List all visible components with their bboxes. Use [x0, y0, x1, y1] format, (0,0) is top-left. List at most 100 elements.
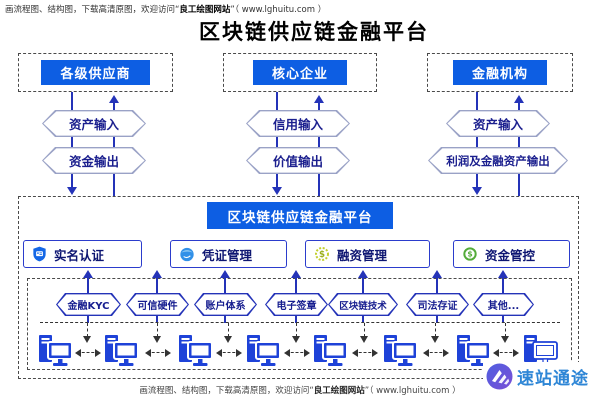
tech5-stub-line — [362, 316, 364, 323]
node-link-arrow-icon — [145, 348, 171, 357]
tech4-up-arrow-icon — [291, 270, 301, 278]
flow3-output-hexagon: 利润及金融资产输出 — [428, 147, 568, 174]
bottom-caption: 画流程图、结构图，下载高清原图，欢迎访问“良工绘图网站”（ www.lghuit… — [0, 384, 600, 396]
flow1-down-arrow-icon — [67, 187, 77, 195]
flow3-output-label: 利润及金融资产输出 — [446, 153, 550, 168]
bus-down-line-6 — [435, 323, 436, 337]
module-financing-mgmt-label: 融资管理 — [337, 247, 388, 263]
tech-hardware-label: 可信硬件 — [137, 301, 178, 312]
node-computer-icon — [382, 335, 418, 371]
flow1-output-label: 资金输出 — [68, 154, 119, 169]
tech-esign-label: 电子签章 — [276, 301, 317, 312]
entity-suppliers-frame: 各级供应商 — [18, 53, 173, 92]
node-link-arrow-icon — [284, 348, 310, 357]
bottom-caption-suffix: ”（ www.lghuitu.com ） — [364, 386, 461, 396]
node-link-arrow-icon — [216, 348, 242, 357]
flow2-output-hexagon: 价值输出 — [246, 147, 350, 174]
watermark-logo-text: 速站通途 — [517, 369, 589, 389]
technology-container — [27, 278, 572, 370]
module-real-name-auth: 实名认证 — [23, 240, 142, 268]
tech1-up-arrow-icon — [83, 270, 93, 278]
flow2-down-arrow-icon — [272, 187, 282, 195]
tech-blockchain-label: 区块链技术 — [339, 300, 387, 312]
module-fund-control-label: 资金管控 — [485, 247, 536, 263]
bus-down-line-5 — [364, 323, 365, 337]
page-title: 区块链供应链金融平台 — [199, 20, 429, 44]
voucher-sphere-icon — [180, 247, 194, 261]
bottom-caption-prefix: 画流程图、结构图，下载高清原图，欢迎访问“ — [139, 386, 314, 396]
tech6-up-line — [436, 278, 438, 293]
svg-text:$: $ — [467, 250, 472, 259]
tech4-up-line — [295, 278, 297, 293]
node-computer-icon — [312, 335, 348, 371]
tech6-stub-line — [436, 316, 438, 323]
bus-line — [40, 322, 560, 323]
flow2-down-line — [276, 92, 278, 187]
flow1-output-hexagon: 资金输出 — [42, 147, 146, 174]
bus-down-arrow-icon-5 — [360, 336, 368, 343]
bus-down-arrow-icon-3 — [224, 336, 232, 343]
bus-down-line-7 — [505, 323, 506, 337]
coin-dashed-icon: $ — [315, 247, 329, 261]
entity-financial-institution: 金融机构 — [452, 60, 547, 85]
flow1-input-hexagon: 资产输入 — [42, 110, 146, 137]
flow3-input-label: 资产输入 — [472, 117, 523, 132]
tech7-up-line — [502, 278, 504, 293]
tech-hexagon-other: 其他... — [473, 293, 534, 316]
module-voucher-mgmt-label: 凭证管理 — [202, 247, 253, 263]
flow3-down-arrow-icon — [472, 187, 482, 195]
node-link-arrow-icon — [423, 348, 449, 357]
flow3-down-line — [476, 92, 478, 187]
flow2-up-arrow-icon — [314, 95, 324, 103]
tech-hexagon-judicial: 司法存证 — [406, 293, 469, 316]
coin-solid-icon: $ — [463, 247, 477, 261]
tech7-up-arrow-icon — [498, 270, 508, 278]
tech5-up-line — [362, 278, 364, 293]
flow2-input-label: 信用输入 — [272, 117, 323, 132]
entity-core-enterprise: 核心企业 — [252, 60, 347, 85]
bus-down-arrow-icon-4 — [292, 336, 300, 343]
bus-down-line-4 — [296, 323, 297, 337]
node-computer-icon — [177, 335, 213, 371]
node-computer-icon — [103, 335, 139, 371]
bus-down-arrow-icon-7 — [501, 336, 509, 343]
entity-core-enterprise-frame: 核心企业 — [223, 53, 377, 92]
node-link-arrow-icon — [493, 348, 519, 357]
bus-down-arrow-icon-1 — [83, 336, 91, 343]
bus-down-arrow-icon-2 — [153, 336, 161, 343]
node-computer-icon — [245, 335, 281, 371]
entity-suppliers: 各级供应商 — [41, 60, 150, 85]
tech-other-label: 其他... — [487, 301, 520, 312]
flow1-input-label: 资产输入 — [68, 117, 119, 132]
node-link-arrow-icon — [352, 348, 378, 357]
bus-down-line-2 — [157, 323, 158, 337]
bus-down-arrow-icon-6 — [431, 336, 439, 343]
tech6-up-arrow-icon — [432, 270, 442, 278]
bottom-caption-brand: 良工绘图网站 — [313, 386, 365, 396]
platform-header: 区块链供应链金融平台 — [207, 202, 393, 229]
tech4-stub-line — [295, 316, 297, 323]
top-caption-brand: 良工绘图网站 — [179, 5, 231, 15]
tech-account-label: 账户体系 — [205, 301, 246, 312]
module-financing-mgmt: $ 融资管理 — [305, 240, 430, 268]
platform-container — [18, 196, 579, 379]
bus-down-line-3 — [228, 323, 229, 337]
tech3-up-line — [224, 278, 226, 293]
top-caption-suffix: ”（ www.lghuitu.com ） — [230, 5, 327, 15]
tech-hexagon-blockchain: 区块链技术 — [328, 293, 398, 316]
flow3-input-hexagon: 资产输入 — [446, 110, 550, 137]
node-computer-icon — [455, 335, 491, 371]
tech-judicial-label: 司法存证 — [417, 301, 458, 312]
flow2-input-hexagon: 信用输入 — [246, 110, 350, 137]
flow1-down-line — [71, 92, 73, 187]
tech2-up-line — [156, 278, 158, 293]
tech-hexagon-kyc: 金融KYC — [56, 293, 121, 316]
svg-text:$: $ — [319, 250, 325, 260]
watermark-logo: 速站通途 — [483, 362, 592, 391]
module-fund-control: $ 资金管控 — [453, 240, 570, 268]
tech7-stub-line — [502, 316, 504, 323]
tech2-stub-line — [156, 316, 158, 323]
tech-kyc-label: 金融KYC — [67, 301, 110, 312]
tech5-up-arrow-icon — [358, 270, 368, 278]
